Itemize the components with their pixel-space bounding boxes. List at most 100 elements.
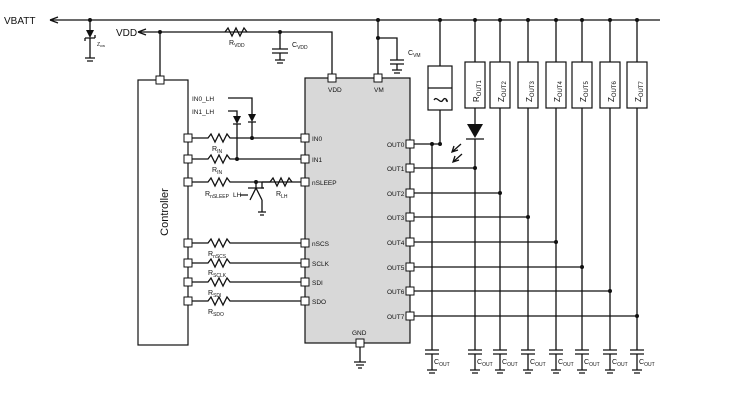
vbatt-junction-rout1 — [473, 18, 477, 22]
cout6-capacitor — [603, 291, 617, 374]
nsleep-junction — [254, 180, 258, 184]
vdd-junction-controller — [158, 30, 162, 34]
ic-left-pins: IN0 IN1 nSLEEP nSCS SCLK SDI SDO — [300, 133, 337, 306]
ic-vm-pin-label: VM — [374, 87, 384, 94]
rin0-label: RIN — [212, 146, 222, 155]
pin-sdi-label: SDI — [312, 280, 323, 287]
cout1-capacitor — [468, 168, 482, 374]
sdi-wire — [192, 276, 301, 288]
pin-out5-pad — [405, 262, 415, 272]
in0-lh-diode-bar — [248, 121, 256, 138]
cout4-label: COUT — [558, 359, 574, 368]
ctrl-pad-sdo — [183, 296, 193, 306]
in1-lh-diode-bar — [233, 123, 241, 159]
vdd-junction-cvdd — [278, 30, 282, 34]
pin-out3-label: OUT3 — [387, 215, 405, 222]
lh-wires — [228, 97, 253, 116]
cvdd-label: CVDD — [292, 42, 308, 51]
pin-out2-label: OUT2 — [387, 191, 405, 198]
pin-out4-label: OUT4 — [387, 240, 405, 247]
nsleep-wire — [192, 176, 301, 188]
lamp-symbol — [428, 87, 452, 103]
vbatt-junction-zout6 — [608, 18, 612, 22]
ic-ground — [354, 347, 366, 369]
vbatt-arrow — [49, 16, 59, 24]
vbatt-junction-zout7 — [635, 18, 639, 22]
pin-sclk-pad — [300, 258, 310, 268]
pin-nsleep-pad — [300, 177, 310, 187]
ctrl-pad-nsleep — [183, 177, 193, 187]
zout3-label: ZOUT3 — [525, 80, 536, 102]
in1-lh-label: IN1_LH — [192, 109, 214, 116]
pin-out7-pad — [405, 311, 415, 321]
cout3-capacitor — [521, 217, 535, 374]
ctrl-pad-in1 — [183, 154, 193, 164]
in1-lh-diode — [233, 116, 241, 124]
cout2-capacitor — [493, 193, 507, 374]
vbatt-junction-zout3 — [526, 18, 530, 22]
nscs-wire — [192, 237, 301, 249]
cout1-label: COUT — [477, 359, 493, 368]
zout5-load — [571, 61, 593, 109]
zout7-load — [626, 61, 648, 109]
ic-vdd-pad — [327, 73, 337, 83]
cout3-label: COUT — [530, 359, 546, 368]
controller-vdd-pad — [155, 75, 165, 85]
in0-junction — [250, 136, 254, 140]
ctrl-pad-sclk — [183, 258, 193, 268]
sclk-wire — [192, 257, 301, 269]
controller-block — [137, 79, 189, 346]
vbatt-junctions — [88, 18, 639, 22]
vbatt-junction-zout2 — [498, 18, 502, 22]
pin-out1-pad — [405, 163, 415, 173]
ctrl-pad-sdi — [183, 277, 193, 287]
lh-label: LH — [233, 192, 242, 199]
vbatt-junction-lamp — [438, 18, 442, 22]
pin-sdo-label: SDO — [312, 299, 326, 306]
zout5-label: ZOUT5 — [579, 80, 590, 102]
zout3-load — [517, 61, 539, 109]
rsclk-label: RSCLK — [208, 270, 227, 279]
zout6-load — [599, 61, 621, 109]
pin-nscs-label: nSCS — [312, 241, 330, 248]
in1-wire — [192, 153, 301, 165]
pin-nscs-pad — [300, 238, 310, 248]
rvdd-resistor — [224, 26, 248, 38]
rlh-label: RLH — [276, 191, 288, 200]
pin-out0-label: OUT0 — [387, 142, 405, 149]
zout2-label: ZOUT2 — [497, 80, 508, 102]
lh-base-wire — [240, 182, 264, 196]
pin-out7-label: OUT7 — [387, 314, 405, 321]
cvm-capacitor — [378, 37, 404, 74]
pin-sclk-label: SCLK — [312, 261, 330, 268]
pin-sdi-pad — [300, 277, 310, 287]
rsdi-label: RSDI — [208, 290, 221, 299]
cout0-junction — [430, 142, 434, 146]
zener-diode — [86, 30, 94, 38]
pin-out6-pad — [405, 286, 415, 296]
cout7-capacitor — [630, 316, 644, 374]
pin-nsleep-label: nSLEEP — [312, 180, 337, 187]
led-diode — [467, 124, 483, 138]
zout4-load — [545, 61, 567, 109]
zout7-label: ZOUT7 — [634, 80, 645, 102]
impedance-loads: ZOUT2 ZOUT3 ZOUT4 ZOUT5 ZOUT6 ZOUT7 — [489, 20, 648, 318]
vdd-label: VDD — [116, 28, 137, 39]
cout0-capacitor — [425, 144, 439, 374]
zout2-load — [489, 61, 511, 109]
rnscs-label: RnSCS — [208, 251, 227, 260]
cout7-label: COUT — [639, 359, 655, 368]
pin-out4-pad — [405, 237, 415, 247]
rin1-label: RIN — [212, 167, 222, 176]
ic-gnd-pin-label: GND — [352, 330, 367, 337]
in0-lh-diode — [248, 114, 256, 122]
pin-out2-pad — [405, 188, 415, 198]
cout4-capacitor — [549, 242, 563, 374]
zener-label: Zcw — [97, 42, 105, 48]
pin-out6-label: OUT6 — [387, 289, 405, 296]
vbatt-label: VBATT — [4, 16, 35, 27]
zout6-label: ZOUT6 — [607, 80, 618, 102]
output-capacitors: COUT COUT COUT COUT COUT COUT COUT COUT — [425, 142, 655, 374]
pin-out0-pad — [405, 139, 415, 149]
